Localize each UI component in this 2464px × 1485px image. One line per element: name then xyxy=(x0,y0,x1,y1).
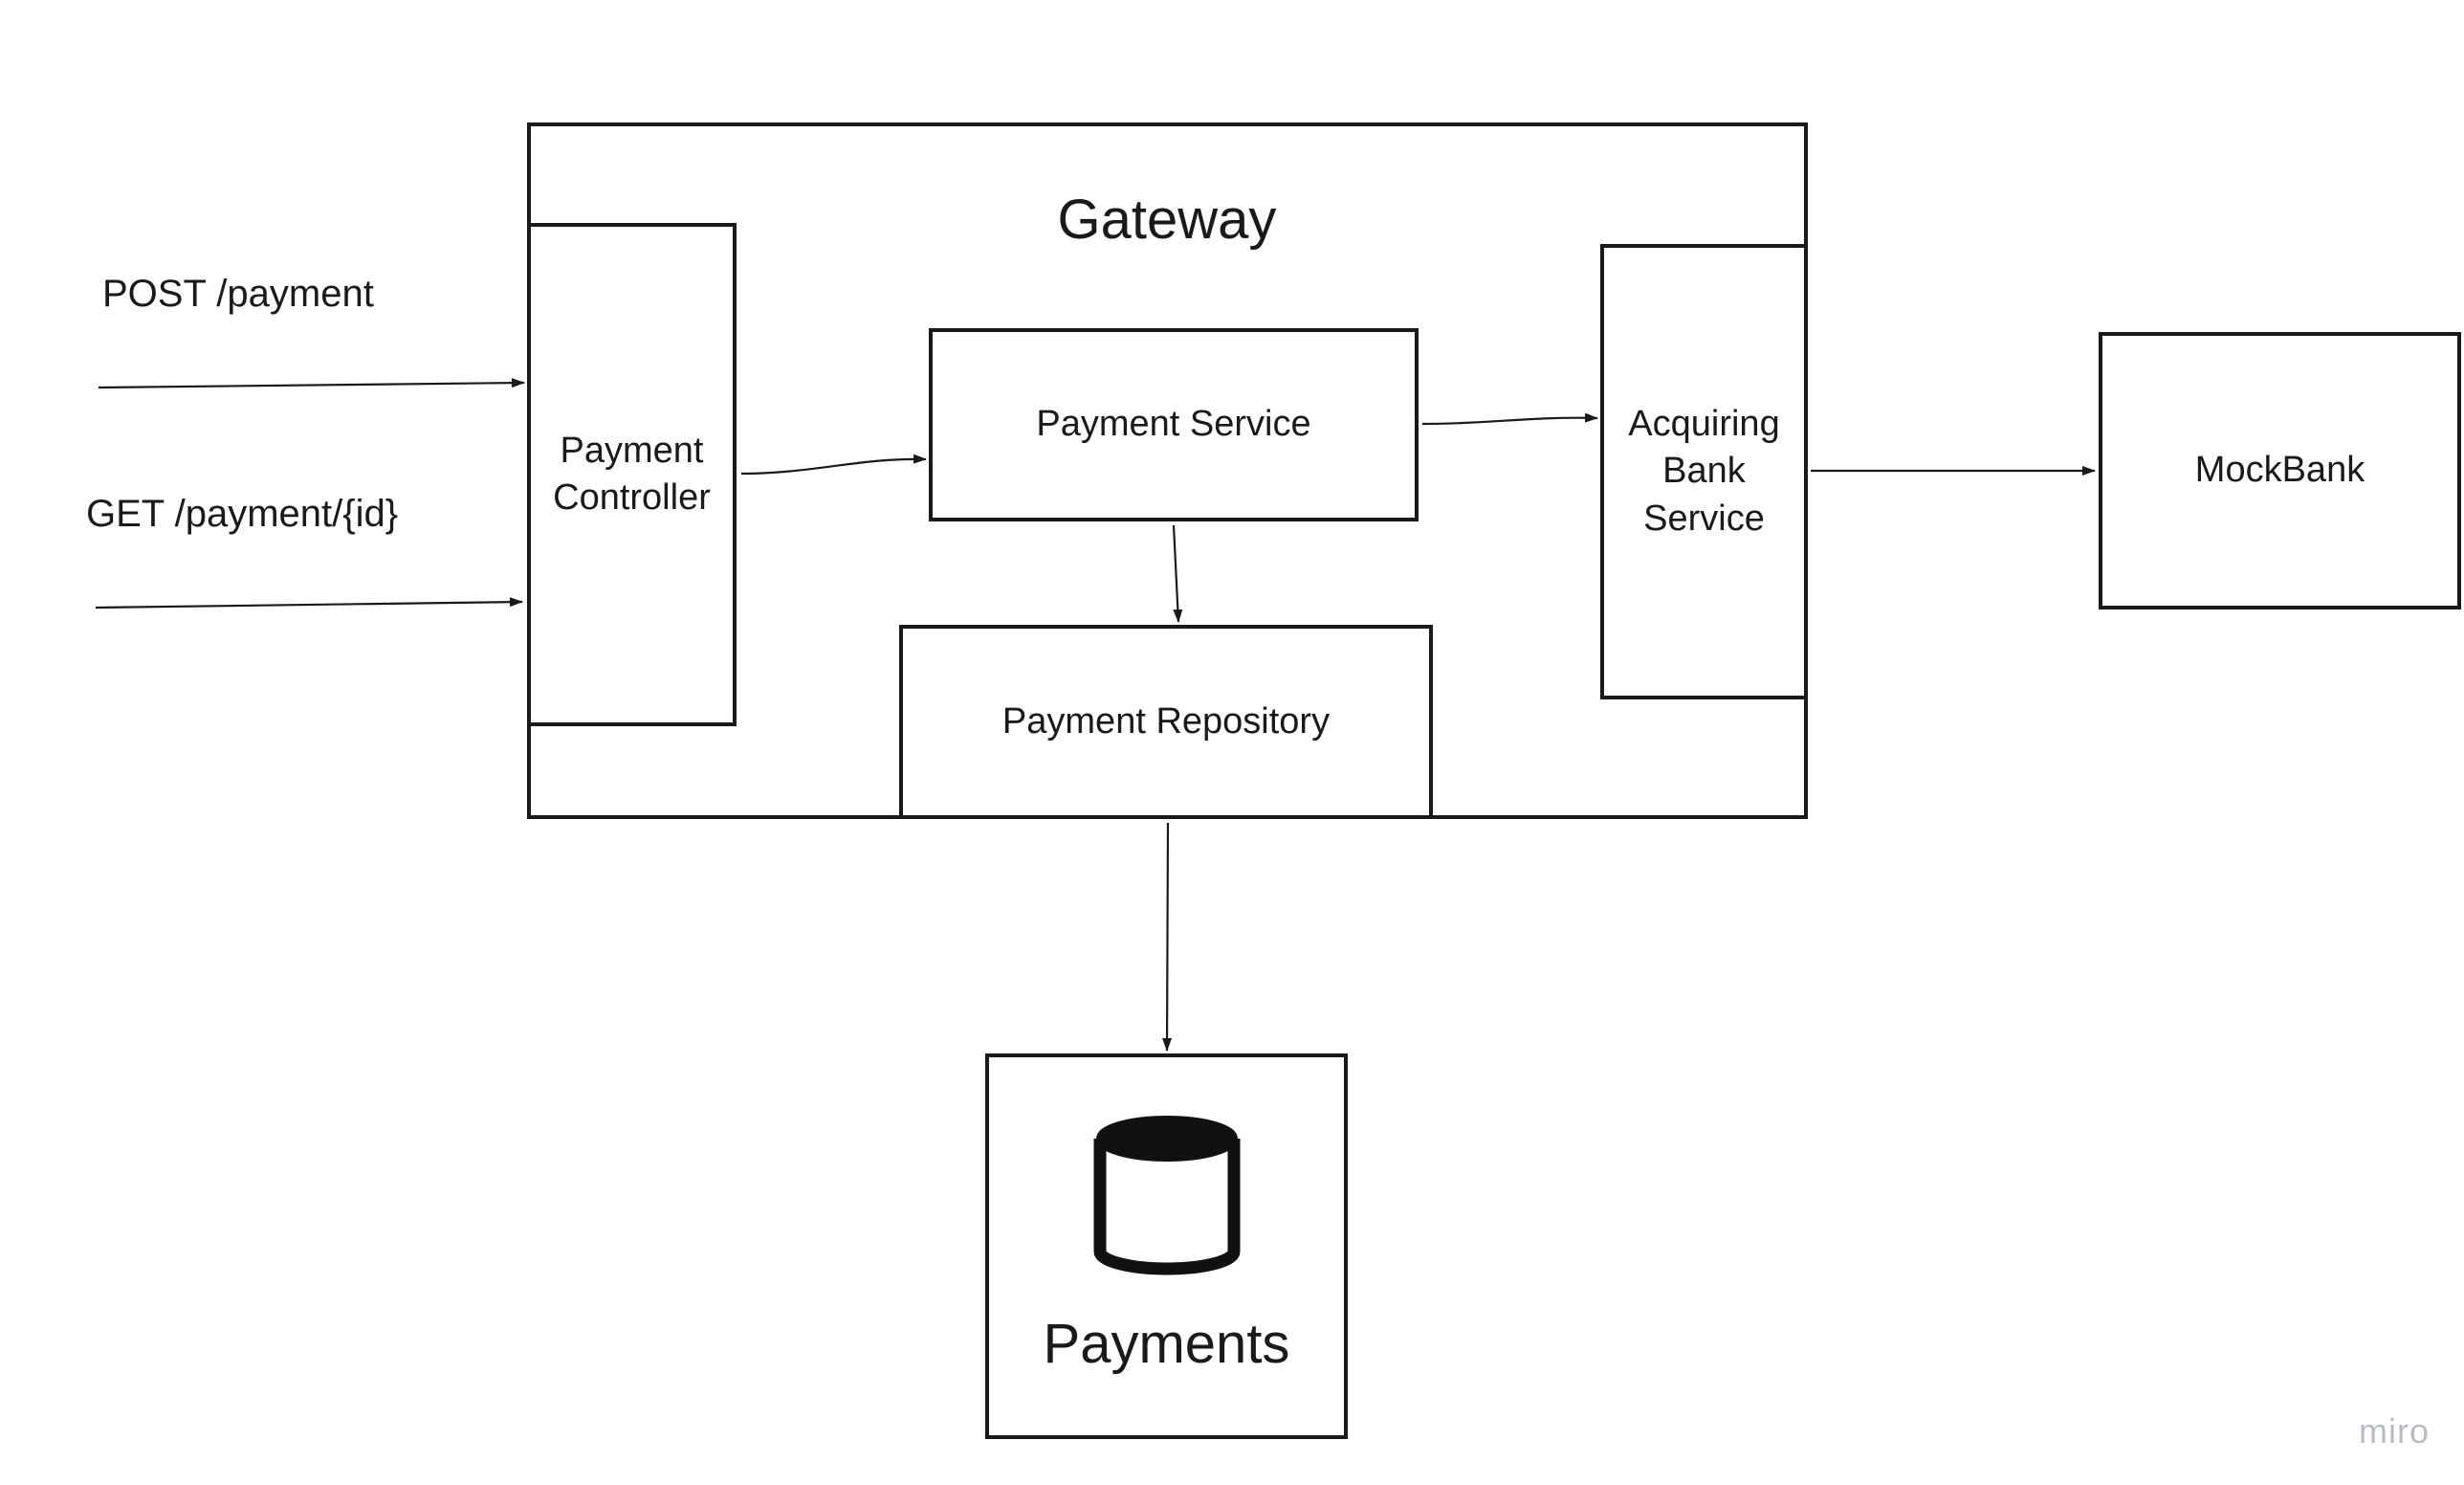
miro-watermark: miro xyxy=(2359,1411,2430,1451)
payment-controller-box xyxy=(527,223,737,726)
arrow-post-to-controller xyxy=(98,378,525,389)
gateway-title: Gateway xyxy=(1057,188,1277,252)
acquiring-bank-service-label: Acquiring Bank Service xyxy=(1628,403,1780,539)
database-icon xyxy=(1093,1116,1241,1275)
post-endpoint-label: POST /payment xyxy=(102,273,374,315)
payment-repository-label: Payment Repository xyxy=(1001,700,1331,742)
payment-controller-label: Payment Controller xyxy=(553,430,711,518)
payment-repository-box xyxy=(899,625,1433,819)
mockbank-box xyxy=(2099,332,2461,610)
payments-db-label: Payments xyxy=(1043,1313,1290,1376)
payments-db-box xyxy=(985,1053,1348,1439)
arrow-controller-to-service xyxy=(740,454,927,476)
arrow-repository-to-payments xyxy=(1162,822,1173,1052)
arrow-service-to-acquiring xyxy=(1421,412,1598,426)
payment-service-label: Payment Service xyxy=(1036,404,1311,445)
arrow-get-to-controller xyxy=(95,597,523,610)
payment-service-box xyxy=(929,328,1419,521)
mockbank-label: MockBank xyxy=(2194,450,2365,491)
arrow-service-to-repository xyxy=(1172,524,1183,623)
acquiring-bank-service-box xyxy=(1600,244,1808,699)
get-endpoint-label: GET /payment/{id} xyxy=(86,493,399,535)
